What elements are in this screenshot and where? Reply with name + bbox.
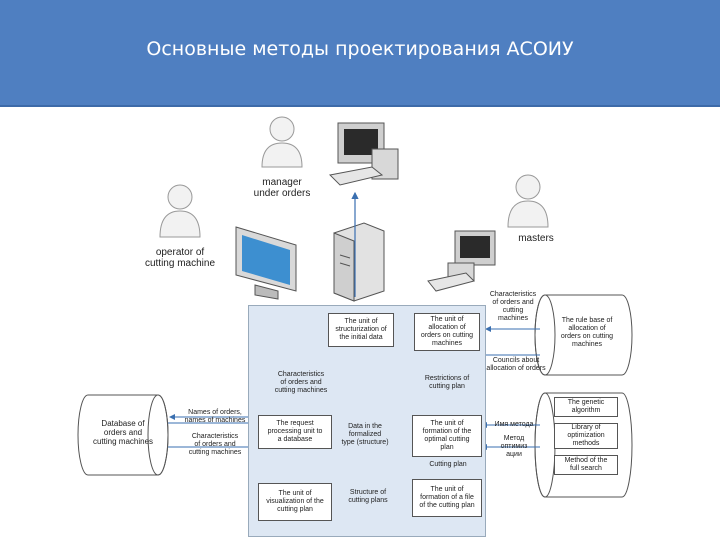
masters-label: masters — [518, 233, 554, 244]
method-genetic: The genetic algorithm — [554, 397, 618, 417]
method-full-search: Method of the full search — [554, 455, 618, 475]
operator-label: operator of cutting machine — [144, 247, 216, 269]
flow-label: Structure of cutting plans — [348, 489, 388, 504]
rule-base-label: The rule base of allocation of orders on… — [560, 317, 614, 348]
database-cylinder — [77, 394, 169, 476]
unit-allocation: The unit of allocation of orders on cutt… — [414, 313, 480, 351]
monitor-icon — [235, 226, 297, 300]
flow-label: Characteristics of orders and cutting ma… — [274, 371, 328, 394]
person-icon — [507, 174, 549, 228]
flow-label: Имя метода — [494, 421, 534, 428]
slide-title: Основные методы проектирования АСОИУ — [146, 38, 574, 60]
unit-formation-optimal: The unit of formation of the optimal cut… — [412, 415, 482, 457]
flow-label: Characteristics of orders and cutting ma… — [489, 291, 537, 322]
flow-label: Councils about allocation of orders — [486, 357, 546, 372]
slide-header: Основные методы проектирования АСОИУ — [0, 0, 720, 107]
unit-request: The request processing unit to a databas… — [258, 415, 332, 449]
flow-label: Data in the formalized type (structure) — [341, 423, 389, 446]
rule-base-cylinder — [534, 294, 633, 376]
flow-label: Names of orders, names of machines — [184, 409, 246, 424]
person-icon — [159, 184, 201, 238]
unit-structurization: The unit of structurization of the initi… — [328, 313, 394, 347]
diagram: manager under orders operator of cutting… — [0, 105, 720, 540]
flow-label: Characteristics of orders and cutting ma… — [188, 433, 242, 456]
method-library: Library of optimization methods — [554, 423, 618, 449]
manager-label: manager under orders — [253, 177, 311, 199]
server-icon — [333, 222, 385, 302]
person-icon — [261, 116, 303, 168]
database-label: Database of orders and cutting machines — [92, 419, 154, 446]
desktop-computer-icon — [427, 230, 496, 292]
unit-visualization: The unit of visualization of the cutting… — [258, 483, 332, 521]
flow-label: Метод оптимиз ации — [500, 435, 528, 458]
flow-label: Restrictions of cutting plan — [424, 375, 470, 390]
desktop-computer-icon — [328, 122, 399, 186]
flow-label: Cutting plan — [429, 461, 467, 468]
unit-formation-file: The unit of formation of a file of the c… — [412, 479, 482, 517]
